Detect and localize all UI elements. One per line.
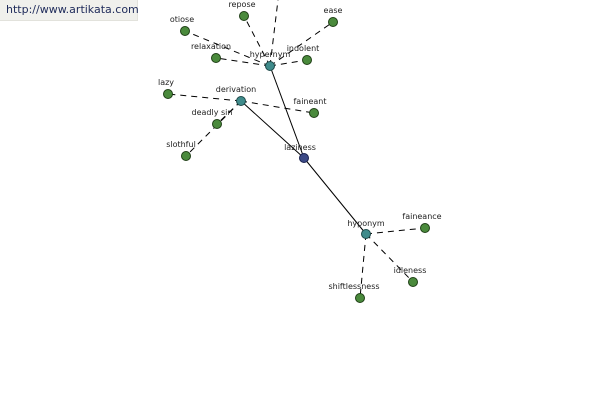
label-otiose[interactable]: otiose [170, 15, 194, 24]
node-indolent[interactable] [302, 55, 312, 65]
node-center[interactable] [299, 153, 309, 163]
node-hyponym[interactable] [361, 229, 371, 239]
edge-hypernym-relaxation [215, 57, 271, 67]
node-idleness[interactable] [408, 277, 418, 287]
node-lazy[interactable] [163, 89, 173, 99]
node-otiose[interactable] [180, 26, 190, 36]
label-faineance[interactable]: faineance [402, 212, 441, 221]
edge-hypernym-offscreen [269, 0, 279, 67]
label-shiftlessness[interactable]: shiftlessness [328, 282, 379, 291]
node-faineance[interactable] [420, 223, 430, 233]
label-repose[interactable]: repose [228, 0, 255, 9]
label-derivation[interactable]: derivation [216, 85, 256, 94]
edge-derivation-faineant [240, 100, 315, 114]
label-faineant[interactable]: faineant [293, 97, 326, 106]
edge-derivation-lazy [167, 93, 242, 102]
label-indolent[interactable]: indolent [287, 44, 320, 53]
label-hypernym[interactable]: hypernym [250, 50, 291, 59]
edge-center-hyponym [303, 157, 367, 235]
label-lazy[interactable]: lazy [158, 78, 174, 87]
label-relaxation[interactable]: relaxation [191, 42, 231, 51]
node-shiftlessness[interactable] [355, 293, 365, 303]
labels: laziness hypernym repose ease indolent relaxa… [158, 0, 442, 291]
node-slothful[interactable] [181, 151, 191, 161]
node-relaxation[interactable] [211, 53, 221, 63]
edge-hyponym-idleness [365, 233, 414, 283]
node-repose[interactable] [239, 11, 249, 21]
label-deadly-sin[interactable]: deadly sin [192, 108, 233, 117]
watermark-link[interactable]: http://www.artikata.com [0, 0, 139, 21]
edge-center-hypernym [269, 65, 305, 159]
edge-center-derivation [240, 100, 305, 159]
node-derivation[interactable] [236, 96, 246, 106]
label-idleness[interactable]: idleness [394, 266, 427, 275]
nodes [163, 11, 430, 303]
node-ease[interactable] [328, 17, 338, 27]
label-center[interactable]: laziness [284, 143, 316, 152]
edge-hypernym-ease [269, 21, 334, 67]
edges [167, 0, 426, 299]
node-deadly-sin[interactable] [212, 119, 222, 129]
label-hyponym[interactable]: hyponym [347, 219, 385, 228]
node-hypernym[interactable] [265, 61, 275, 71]
edge-hypernym-indolent [269, 59, 308, 67]
edge-hyponym-faineance [365, 227, 426, 235]
node-faineant[interactable] [309, 108, 319, 118]
edge-hypernym-repose [243, 15, 271, 67]
edge-hypernym-otiose [184, 30, 271, 67]
edge-derivation-slothful [185, 100, 242, 157]
label-slothful[interactable]: slothful [166, 140, 196, 149]
label-ease[interactable]: ease [324, 6, 343, 15]
